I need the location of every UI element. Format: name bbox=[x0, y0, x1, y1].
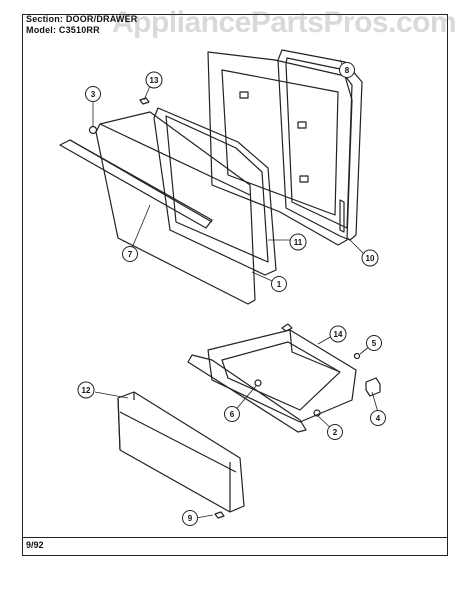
drawer-screw-drawing bbox=[214, 511, 225, 519]
drawer-body-drawing bbox=[187, 323, 357, 433]
drawer-glide-drawing bbox=[313, 409, 321, 417]
inner-door-panel-drawing bbox=[207, 51, 353, 246]
callout-8: 8 bbox=[339, 62, 355, 78]
drawer-roller-drawing bbox=[365, 377, 381, 397]
section-value: DOOR/DRAWER bbox=[65, 14, 138, 24]
callout-9-label: 9 bbox=[188, 514, 193, 523]
callout-13: 13 bbox=[145, 71, 163, 89]
callout-2: 2 bbox=[327, 424, 343, 440]
callout-7-label: 7 bbox=[128, 250, 133, 259]
model-row: Model: C3510RR bbox=[26, 25, 138, 36]
callout-4-label: 4 bbox=[376, 414, 381, 423]
callout-10: 10 bbox=[361, 249, 379, 267]
footer-divider bbox=[22, 537, 447, 538]
callout-bubbles: 1 2 3 4 5 6 7 8 bbox=[77, 62, 386, 526]
model-value: C3510RR bbox=[58, 25, 100, 35]
callout-1: 1 bbox=[271, 276, 287, 292]
callout-4: 4 bbox=[370, 410, 386, 426]
callout-9: 9 bbox=[182, 510, 198, 526]
callout-12-label: 12 bbox=[82, 386, 91, 395]
callout-13-label: 13 bbox=[150, 76, 159, 85]
callout-14: 14 bbox=[329, 325, 347, 343]
callout-10-label: 10 bbox=[366, 254, 375, 263]
door-screw-drawing bbox=[88, 125, 98, 135]
callout-7: 7 bbox=[122, 246, 138, 262]
drawer-clip-drawing bbox=[254, 379, 262, 387]
callout-6-label: 6 bbox=[230, 410, 235, 419]
section-row: Section: DOOR/DRAWER bbox=[26, 14, 138, 25]
callout-11: 11 bbox=[289, 233, 307, 251]
callout-12: 12 bbox=[77, 381, 95, 399]
watermark-text: AppliancePartsPros.com bbox=[112, 6, 457, 39]
leader-lines bbox=[92, 59, 379, 519]
callout-3: 3 bbox=[85, 86, 101, 102]
callout-3-label: 3 bbox=[91, 90, 96, 99]
callout-2-label: 2 bbox=[333, 428, 338, 437]
door-gasket-drawing bbox=[277, 49, 363, 241]
callout-5: 5 bbox=[366, 335, 382, 351]
outer-door-drawing bbox=[95, 111, 256, 305]
model-label: Model: bbox=[26, 25, 57, 35]
callout-1-label: 1 bbox=[277, 280, 282, 289]
door-handle-drawing bbox=[59, 139, 213, 229]
callout-6: 6 bbox=[224, 406, 240, 422]
callout-8-label: 8 bbox=[345, 66, 350, 75]
diagram-header: Section: DOOR/DRAWER Model: C3510RR bbox=[26, 14, 138, 36]
diagram-frame bbox=[22, 14, 448, 556]
callout-14-label: 14 bbox=[334, 330, 343, 339]
callout-11-label: 11 bbox=[294, 238, 303, 247]
handle-spacer-drawing bbox=[139, 97, 150, 105]
callout-5-label: 5 bbox=[372, 339, 377, 348]
drawer-front-drawing bbox=[117, 391, 245, 513]
section-label: Section: bbox=[26, 14, 64, 24]
drawer-pin-drawing bbox=[353, 352, 361, 360]
footer-date: 9/92 bbox=[26, 540, 44, 550]
door-liner-drawing bbox=[153, 107, 277, 276]
